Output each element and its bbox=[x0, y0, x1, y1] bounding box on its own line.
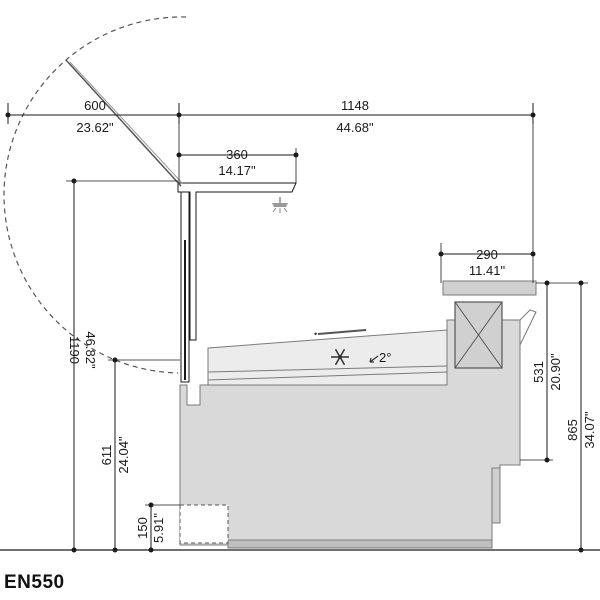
model-name: EN550 bbox=[4, 572, 65, 593]
rear-panel-lower bbox=[491, 467, 501, 524]
dim-1148-mm: 1148 bbox=[341, 98, 369, 113]
dim-360-mm: 360 bbox=[226, 147, 248, 162]
thermometer-strip: • bbox=[314, 329, 367, 339]
lamp-icon bbox=[272, 197, 288, 213]
dim-611-inch: 24.04" bbox=[116, 436, 131, 474]
dim-290-inch: 11.41" bbox=[469, 263, 506, 278]
rear-bracket bbox=[519, 309, 537, 346]
dim-1190-inch: 46.82" bbox=[83, 331, 98, 369]
dim-1148-inch: 44.68" bbox=[336, 120, 374, 135]
dim-150-inch: 5.91" bbox=[151, 513, 166, 543]
svg-text:•: • bbox=[314, 329, 317, 339]
dim-531-inch: 20.90" bbox=[548, 353, 563, 391]
display-well bbox=[207, 329, 448, 386]
glass-swing-arc bbox=[3, 16, 187, 374]
slope-arrow-icon bbox=[369, 355, 379, 363]
canopy bbox=[177, 182, 297, 341]
base-plinth bbox=[227, 539, 493, 549]
snowflake-icon bbox=[331, 348, 349, 366]
open-glass bbox=[65, 59, 182, 187]
base-recess bbox=[179, 504, 229, 544]
dim-865-mm: 865 bbox=[565, 419, 580, 441]
dim-150-mm: 150 bbox=[135, 517, 150, 539]
rear-box-cross-2 bbox=[454, 301, 503, 369]
dim-531-mm: 531 bbox=[531, 361, 546, 383]
slope-label: 2° bbox=[379, 350, 391, 365]
open-glass-inner bbox=[69, 61, 184, 185]
dim-600-inch: 23.62" bbox=[76, 120, 114, 135]
rear-counter-top bbox=[442, 280, 537, 296]
dim-1190-mm: 1190 bbox=[67, 336, 82, 364]
dim-360-inch: 14.17" bbox=[218, 163, 256, 178]
dim-290-mm: 290 bbox=[476, 247, 498, 262]
dim-611-mm: 611 bbox=[99, 445, 114, 466]
display-floor bbox=[207, 371, 448, 381]
dim-865-inch: 34.07" bbox=[582, 411, 597, 449]
dim-600-mm: 600 bbox=[84, 98, 106, 113]
display-bottom bbox=[207, 365, 448, 373]
